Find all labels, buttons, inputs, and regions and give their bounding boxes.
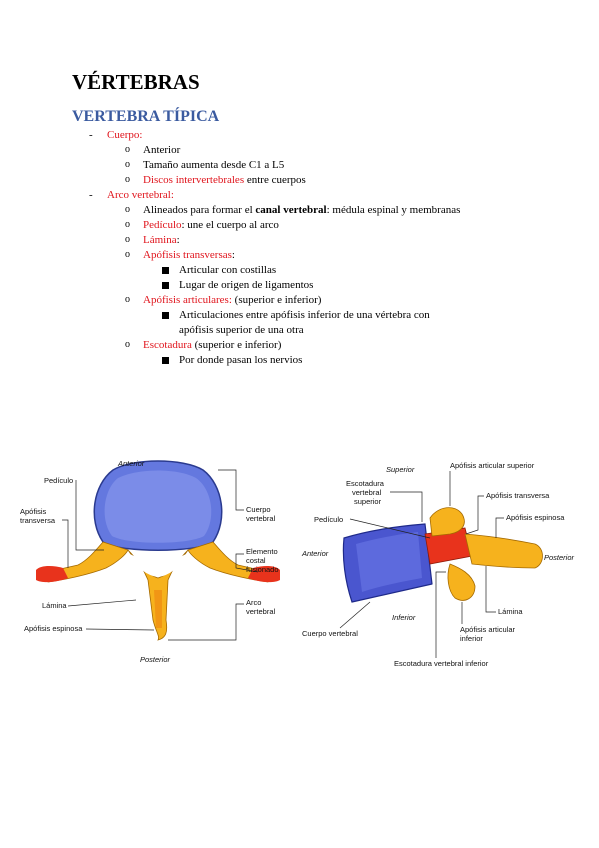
- vertebra-superior-view: Anterior Posterior Pedículo Apófisis tra…: [20, 459, 280, 664]
- label-elemento-2: costal: [246, 556, 266, 565]
- leader-pediculo: [75, 480, 104, 551]
- list-item: Discos intervertebrales entre cuerpos: [107, 172, 542, 188]
- section-subtitle: VERTEBRA TÍPICA: [72, 108, 220, 125]
- label-espinosa: Apófisis espinosa: [24, 624, 83, 633]
- label-arco-1: Arco: [246, 598, 261, 607]
- term-articulares: Apófisis articulares:: [143, 294, 232, 306]
- page-title: VÉRTEBRAS: [72, 70, 200, 94]
- transversas-sublist: Articular con costillas Lugar de origen …: [143, 263, 542, 293]
- cuerpo-sublist: Anterior Tamaño aumenta desde C1 a L5 Di…: [107, 142, 542, 188]
- leader-elemento: [235, 553, 259, 573]
- label-elemento-1: Elemento: [246, 547, 278, 556]
- outline-level1: Cuerpo: Anterior Tamaño aumenta desde C1…: [72, 128, 542, 368]
- label-cuerpo-r: Cuerpo vertebral: [302, 629, 358, 638]
- vertebral-body-rim: [104, 470, 212, 543]
- label-articular-sup: Apófisis articular superior: [450, 461, 535, 470]
- leader-transversa: [62, 519, 69, 568]
- spinous-shading: [154, 590, 162, 628]
- escotadura-sublist: Por donde pasan los nervios: [143, 353, 542, 368]
- label-cuerpo-1: Cuerpo: [246, 505, 271, 514]
- label-cuerpo-2: vertebral: [246, 514, 276, 523]
- list-item: Apófisis transversas: Articular con cost…: [107, 247, 542, 293]
- leader-lamina: [67, 599, 137, 607]
- label-posterior: Posterior: [140, 655, 171, 664]
- leader-escotadura-sup: [390, 491, 423, 522]
- list-item: Alineados para formar el canal vertebral…: [107, 202, 542, 218]
- leader-escotadura-inf: [435, 571, 446, 658]
- list-item: Lámina:: [107, 232, 542, 248]
- label-escotadura-sup-1: Escotadura: [346, 479, 385, 488]
- item-arco: Arco vertebral: Alineados para formar el…: [72, 188, 542, 368]
- label-superior: Superior: [386, 465, 415, 474]
- term-transversas: Apófisis transversas: [143, 249, 232, 261]
- list-item: Tamaño aumenta desde C1 a L5: [107, 157, 542, 173]
- lateral-body-highlight: [356, 532, 422, 592]
- discos-text: entre cuerpos: [244, 174, 306, 186]
- term-pediculo: Pedículo: [143, 219, 182, 231]
- term-discos: Discos intervertebrales: [143, 174, 245, 186]
- alineados-rest: : médula espinal y membranas: [326, 204, 461, 216]
- list-item: Anterior: [107, 142, 542, 158]
- term-lamina: Lámina: [143, 234, 177, 246]
- spinous-lateral: [464, 533, 543, 569]
- vertebra-lateral-view: Superior Inferior Anterior Posterior Esc…: [301, 461, 575, 668]
- label-articular-inf-1: Apófisis articular: [460, 625, 516, 634]
- label-transversa-1: Apófisis: [20, 507, 47, 516]
- item-cuerpo: Cuerpo: Anterior Tamaño aumenta desde C1…: [72, 128, 542, 188]
- label-escotadura-inf: Escotadura vertebral inferior: [394, 659, 489, 668]
- transverse-tip-right: [248, 565, 280, 583]
- alineados-text: Alineados para formar el: [143, 204, 256, 216]
- label-escotadura-sup-3: superior: [354, 497, 382, 506]
- list-item: Articular con costillas: [143, 263, 542, 278]
- leader-espinosa-r: [495, 517, 504, 538]
- superior-articular-shape: [429, 507, 465, 537]
- term-escotadura: Escotadura: [143, 339, 192, 351]
- label-arco-2: vertebral: [246, 607, 276, 616]
- pediculo-text: : une el cuerpo al arco: [181, 219, 279, 231]
- label-articular-inf-2: inferior: [460, 634, 483, 643]
- label-pediculo-r: Pedículo: [314, 515, 343, 524]
- list-item: Lugar de origen de ligamentos: [143, 278, 542, 293]
- inferior-articular-shape: [447, 563, 476, 601]
- leader-espinosa: [85, 628, 155, 631]
- label-lamina: Lámina: [42, 601, 67, 610]
- outline: Cuerpo: Anterior Tamaño aumenta desde C1…: [72, 128, 542, 368]
- transversas-text: :: [231, 249, 235, 261]
- list-item: Escotadura (superior e inferior) Por don…: [107, 337, 542, 368]
- articulares-sublist: Articulaciones entre apófisis inferior d…: [143, 308, 542, 338]
- label-elemento-3: fusionado: [246, 565, 279, 574]
- transverse-tip-left: [36, 565, 68, 583]
- leader-arco: [168, 603, 244, 641]
- label-anterior-r: Anterior: [301, 549, 329, 558]
- label-lamina-r: Lámina: [498, 607, 523, 616]
- list-item: Apófisis articulares: (superior e inferi…: [107, 292, 542, 338]
- leader-transversa-r: [465, 495, 484, 535]
- leader-cuerpo: [218, 469, 244, 511]
- label-inferior: Inferior: [392, 613, 416, 622]
- leader-lamina-r: [485, 566, 496, 613]
- term-cuerpo: Cuerpo:: [107, 129, 143, 141]
- leader-pediculo-r: [349, 518, 431, 539]
- vertebral-foramen: [130, 554, 186, 577]
- list-item: Por donde pasan los nervios: [143, 353, 542, 368]
- label-pediculo: Pedículo: [44, 476, 73, 485]
- escotadura-text: (superior e inferior): [191, 339, 282, 351]
- lamina-text: :: [176, 234, 180, 246]
- arco-sublist: Alineados para formar el canal vertebral…: [107, 202, 542, 368]
- label-anterior: Anterior: [117, 459, 145, 468]
- list-item: Pedículo: une el cuerpo al arco: [107, 217, 542, 233]
- leader-cuerpo-r: [339, 601, 371, 629]
- label-escotadura-sup-2: vertebral: [352, 488, 382, 497]
- label-posterior-r: Posterior: [544, 553, 575, 562]
- list-item: Articulaciones entre apófisis inferior d…: [143, 308, 542, 338]
- label-transversa-2: transversa: [20, 516, 56, 525]
- label-espinosa-r: Apófisis espinosa: [506, 513, 565, 522]
- term-canal: canal vertebral: [255, 204, 327, 216]
- label-transversa-r: Apófisis transversa: [486, 491, 550, 500]
- term-arco: Arco vertebral:: [107, 189, 174, 201]
- articulares-text: (superior e inferior): [231, 294, 322, 306]
